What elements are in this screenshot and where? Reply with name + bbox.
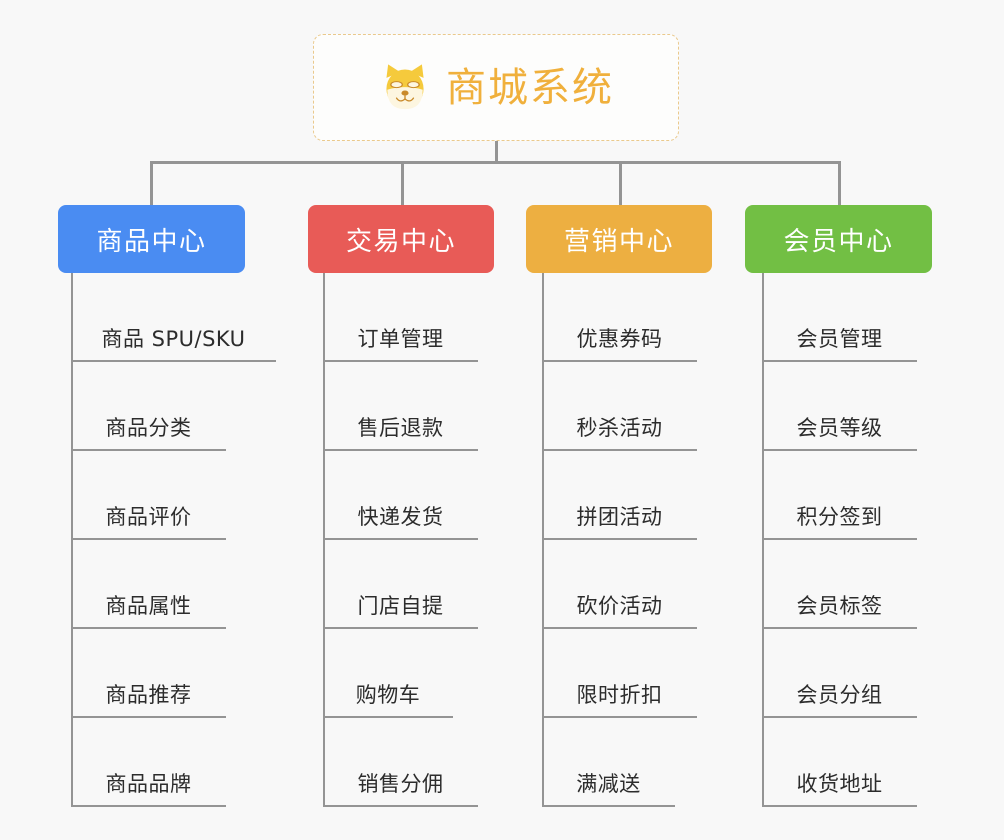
leaf-label: 商品推荐	[105, 683, 192, 707]
leaf-node[interactable]: 会员管理	[762, 273, 917, 362]
leaf-node[interactable]: 限时折扣	[542, 629, 697, 718]
leaf-spine	[323, 273, 325, 807]
category-node-1[interactable]: 商品中心	[58, 205, 245, 273]
leaf-node[interactable]: 秒杀活动	[542, 362, 697, 451]
leaf-label: 秒杀活动	[576, 416, 663, 440]
leaf-node[interactable]: 优惠券码	[542, 273, 697, 362]
leaf-rule	[542, 716, 697, 718]
leaf-rule	[323, 360, 478, 362]
leaf-rule	[71, 449, 226, 451]
leaf-rule	[762, 805, 917, 807]
connector-bus	[150, 161, 841, 164]
leaf-node[interactable]: 会员标签	[762, 540, 917, 629]
root-node[interactable]: 商城系统	[313, 34, 679, 141]
leaf-label: 砍价活动	[576, 594, 663, 618]
leaf-rule	[323, 805, 478, 807]
leaf-label: 售后退款	[357, 416, 444, 440]
leaf-rule	[323, 716, 453, 718]
category-node-2[interactable]: 交易中心	[308, 205, 494, 273]
leaf-node[interactable]: 商品品牌	[71, 718, 226, 807]
leaf-label: 会员分组	[796, 683, 883, 707]
leaf-rule	[762, 627, 917, 629]
leaf-node[interactable]: 商品评价	[71, 451, 226, 540]
leaf-label: 满减送	[576, 772, 641, 796]
leaf-rule	[71, 538, 226, 540]
leaf-rule	[542, 360, 697, 362]
leaf-rule	[542, 449, 697, 451]
leaf-node[interactable]: 积分签到	[762, 451, 917, 540]
leaf-node[interactable]: 商品分类	[71, 362, 226, 451]
leaf-node[interactable]: 订单管理	[323, 273, 478, 362]
leaf-label: 限时折扣	[576, 683, 663, 707]
leaf-label: 积分签到	[796, 505, 883, 529]
leaf-rule	[71, 360, 276, 362]
leaf-label: 收货地址	[796, 772, 883, 796]
leaf-rule	[762, 449, 917, 451]
dog-face-icon	[386, 63, 424, 109]
leaf-spine	[542, 273, 544, 807]
leaf-rule	[762, 360, 917, 362]
leaf-label: 会员等级	[796, 416, 883, 440]
leaf-node[interactable]: 快递发货	[323, 451, 478, 540]
leaf-node[interactable]: 购物车	[323, 629, 453, 718]
leaf-node[interactable]: 收货地址	[762, 718, 917, 807]
leaf-node[interactable]: 销售分佣	[323, 718, 478, 807]
connector-drop-1	[150, 161, 153, 207]
leaf-rule	[542, 538, 697, 540]
leaf-rule	[71, 805, 226, 807]
leaf-rule	[323, 449, 478, 451]
leaf-label: 门店自提	[357, 594, 444, 618]
leaf-label: 优惠券码	[576, 327, 663, 351]
connector-root-drop	[495, 141, 498, 163]
leaf-label: 销售分佣	[357, 772, 444, 796]
leaf-spine	[762, 273, 764, 807]
leaf-node[interactable]: 拼团活动	[542, 451, 697, 540]
leaf-label: 购物车	[355, 683, 421, 707]
connector-drop-4	[838, 161, 841, 207]
leaf-label: 会员标签	[796, 594, 883, 618]
leaf-rule	[542, 627, 697, 629]
leaf-rule	[762, 538, 917, 540]
leaf-node[interactable]: 满减送	[542, 718, 675, 807]
leaf-rule	[71, 627, 226, 629]
category-node-3[interactable]: 营销中心	[526, 205, 712, 273]
leaf-node[interactable]: 会员等级	[762, 362, 917, 451]
leaf-label: 商品评价	[105, 505, 192, 529]
connector-drop-2	[401, 161, 404, 207]
leaf-label: 商品属性	[105, 594, 192, 618]
category-label-2: 交易中心	[345, 226, 456, 257]
leaf-node[interactable]: 商品推荐	[71, 629, 226, 718]
leaf-node[interactable]: 会员分组	[762, 629, 917, 718]
category-label-3: 营销中心	[563, 226, 674, 257]
leaf-label: 商品分类	[105, 416, 192, 440]
leaf-label: 订单管理	[357, 327, 444, 351]
category-label-4: 会员中心	[783, 226, 894, 257]
leaf-rule	[323, 538, 478, 540]
leaf-label: 拼团活动	[576, 505, 663, 529]
leaf-node[interactable]: 商品属性	[71, 540, 226, 629]
leaf-node[interactable]: 售后退款	[323, 362, 478, 451]
category-label-1: 商品中心	[96, 226, 207, 257]
leaf-rule	[762, 716, 917, 718]
leaf-node[interactable]: 门店自提	[323, 540, 478, 629]
leaf-node[interactable]: 商品 SPU/SKU	[71, 273, 276, 362]
leaf-spine	[71, 273, 73, 807]
leaf-rule	[542, 805, 675, 807]
leaf-label: 快递发货	[357, 505, 444, 529]
leaf-label: 商品 SPU/SKU	[101, 327, 246, 351]
leaf-label: 商品品牌	[105, 772, 192, 796]
leaf-rule	[71, 716, 226, 718]
leaf-node[interactable]: 砍价活动	[542, 540, 697, 629]
category-node-4[interactable]: 会员中心	[745, 205, 932, 273]
connector-drop-3	[619, 161, 622, 207]
leaf-label: 会员管理	[796, 327, 883, 351]
leaf-rule	[323, 627, 478, 629]
root-label: 商城系统	[446, 64, 614, 111]
